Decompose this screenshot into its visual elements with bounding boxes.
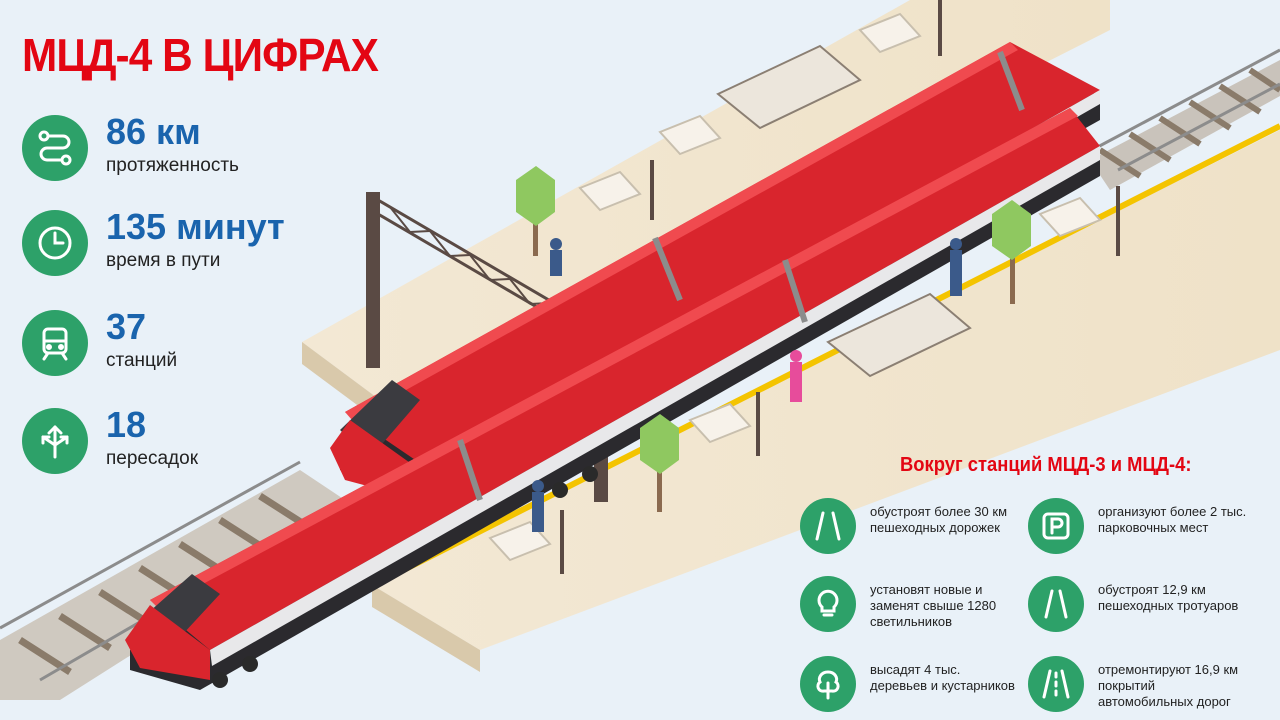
fact-footpaths: обустроят более 30 км пешеходных дорожек — [800, 498, 1030, 554]
stat-length: 86 км протяженность — [22, 111, 342, 181]
stat-value: 37 — [106, 306, 147, 347]
page-title: МЦД-4 В ЦИФРАХ — [22, 29, 379, 81]
fact-text: организуют более 2 тыс. парковочных мест — [1098, 504, 1247, 535]
stat-caption: время в пути — [106, 250, 221, 271]
fact-text: отремонтируют 16,9 км покрытий автомобил… — [1098, 662, 1239, 709]
fact-trees: высадят 4 тыс. деревьев и кустарников — [800, 656, 1030, 712]
transfer-arrows-icon — [22, 408, 88, 474]
tree-icon — [800, 656, 856, 712]
around-stations-title: Вокруг станций МЦД-3 и МЦД-4: — [900, 454, 1192, 476]
stat-caption: станций — [106, 350, 178, 371]
stat-transfers: 18 пересадок — [22, 404, 342, 474]
front-platform — [372, 123, 1280, 672]
train-icon — [22, 310, 88, 376]
fact-text: обустроят 12,9 км пешеходных тротуаров — [1098, 582, 1239, 613]
fact-roads: отремонтируют 16,9 км покрытий автомобил… — [1028, 656, 1258, 712]
stat-caption: пересадок — [106, 448, 199, 469]
stat-value: 18 — [106, 404, 147, 445]
fact-sidewalks: обустроят 12,9 км пешеходных тротуаров — [1028, 576, 1258, 632]
path-icon — [800, 498, 856, 554]
fact-parking: организуют более 2 тыс. парковочных мест — [1028, 498, 1258, 554]
fact-text: высадят 4 тыс. деревьев и кустарников — [870, 662, 1015, 693]
back-track — [1090, 48, 1280, 190]
platform-decor — [488, 0, 1120, 574]
lightbulb-icon — [800, 576, 856, 632]
sidewalk-icon — [1028, 576, 1084, 632]
clock-icon — [22, 210, 88, 276]
route-icon — [22, 115, 88, 181]
stat-value: 86 км — [106, 111, 201, 152]
front-train — [125, 108, 1100, 690]
fact-text: обустроят более 30 км пешеходных дорожек — [870, 504, 1008, 535]
fact-lighting: установят новые и заменят свыше 1280 све… — [800, 576, 1030, 632]
fact-text: установят новые и заменят свыше 1280 све… — [870, 582, 997, 629]
stat-caption: протяженность — [106, 155, 239, 176]
stat-stations: 37 станций — [22, 306, 342, 376]
stat-value: 135 минут — [106, 206, 285, 247]
stat-travel-time: 135 минут время в пути — [22, 206, 342, 276]
road-icon — [1028, 656, 1084, 712]
parking-icon — [1028, 498, 1084, 554]
